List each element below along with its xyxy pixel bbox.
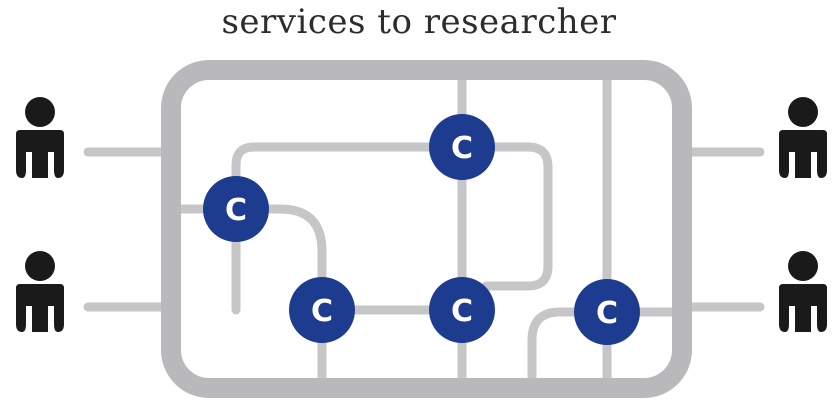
node-label: C (596, 296, 618, 331)
node-label: C (451, 131, 473, 166)
person-icon (779, 97, 827, 178)
node-circle (203, 176, 269, 242)
line-outer-loop (231, 142, 553, 315)
person-icon (779, 251, 827, 332)
node-circle (574, 279, 640, 345)
node-label: C (451, 294, 473, 329)
node-circle (429, 277, 495, 343)
connection-lines (83, 75, 765, 385)
line-curve-down (231, 204, 327, 315)
service-node: C (429, 277, 495, 343)
person-icon (16, 251, 64, 332)
line-bottom-right-curve (527, 307, 691, 385)
service-node: C (574, 279, 640, 345)
node-label: C (225, 193, 247, 228)
diagram-title: services to researcher (221, 2, 617, 42)
node-circle (429, 114, 495, 180)
system-frame (161, 60, 692, 398)
service-node: C (203, 176, 269, 242)
service-node: C (289, 277, 355, 343)
node-circle (289, 277, 355, 343)
service-node: C (429, 114, 495, 180)
node-group: C C C C C (203, 114, 640, 345)
node-label: C (311, 294, 333, 329)
person-icon (16, 97, 64, 178)
